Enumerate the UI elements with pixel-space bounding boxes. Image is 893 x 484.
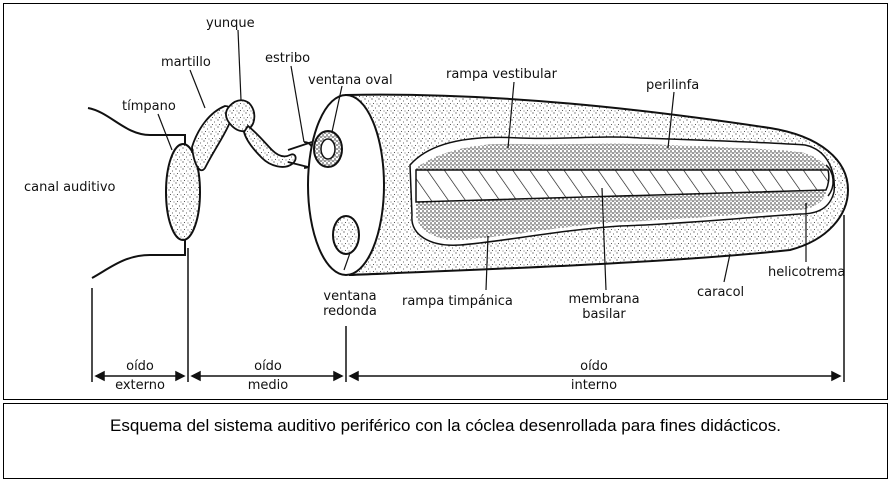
- label-oido-externo-1: oído: [126, 359, 154, 374]
- label-canal-auditivo: canal auditivo: [24, 180, 116, 195]
- round-window-shape: [332, 215, 360, 255]
- label-helicotrema: helicotrema: [768, 265, 845, 280]
- label-perilinfa: perilinfa: [646, 78, 699, 93]
- basilar-membrane-shape: [415, 169, 830, 203]
- label-yunque: yunque: [206, 16, 255, 31]
- label-oido-externo-2: externo: [115, 378, 165, 393]
- label-rampa-timpanica: rampa timpánica: [402, 294, 513, 309]
- label-ventana-redonda-1: ventana: [323, 289, 376, 304]
- label-martillo: martillo: [161, 55, 211, 70]
- region-dividers: [91, 215, 845, 382]
- label-oido-interno-1: oído: [580, 359, 608, 374]
- label-ventana-oval: ventana oval: [308, 73, 393, 88]
- caption-box: Esquema del sistema auditivo periférico …: [3, 403, 888, 479]
- label-oido-medio-1: oído: [254, 359, 282, 374]
- label-membrana-basilar-2: basilar: [582, 307, 626, 322]
- label-oido-interno-2: interno: [571, 378, 617, 393]
- label-rampa-vestibular: rampa vestibular: [446, 67, 558, 82]
- label-membrana-basilar-1: membrana: [568, 292, 639, 307]
- incus-shape: [225, 99, 256, 133]
- eardrum-shape: [165, 143, 201, 241]
- label-ventana-redonda-2: redonda: [323, 304, 377, 319]
- scala-vestibuli-shape: [416, 143, 828, 170]
- leader-lines: [157, 29, 807, 291]
- scala-tympani-shape: [416, 190, 826, 241]
- ear-diagram: yunque martillo estribo ventana oval ram…: [24, 16, 850, 393]
- figure-caption: Esquema del sistema auditivo periférico …: [110, 416, 781, 435]
- label-timpano: tímpano: [122, 99, 176, 114]
- label-estribo: estribo: [265, 51, 310, 66]
- stapes-arm-shape: [243, 124, 297, 168]
- label-caracol: caracol: [697, 285, 744, 300]
- label-oido-medio-2: medio: [248, 378, 289, 393]
- helicotrema-shape: [825, 164, 834, 197]
- region-arrows: [94, 370, 842, 382]
